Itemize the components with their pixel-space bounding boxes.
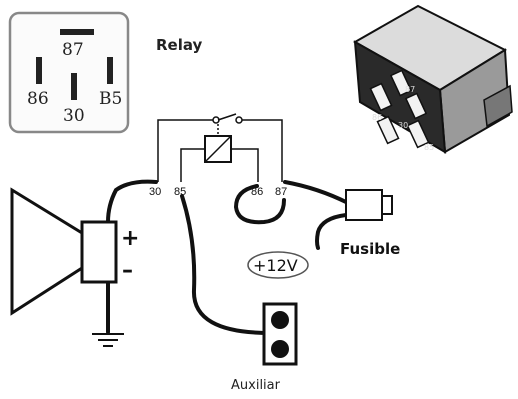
relay-blade-1 (369, 82, 393, 112)
speaker-cone (10, 187, 84, 316)
relay-blade-2 (389, 69, 413, 97)
relay-title: Relay (156, 36, 203, 54)
aux-label: Auxiliar (231, 378, 281, 393)
pin-85-bar (107, 57, 113, 84)
pin-86-label: 86 (27, 89, 49, 109)
relay-mount-tab (483, 84, 513, 128)
pin-87-bar (60, 29, 94, 35)
terminal-30-label: 30 (149, 186, 161, 198)
wire-86-87-loop (233, 184, 286, 225)
wiring (106, 179, 350, 335)
wire-87-to-fuse (283, 180, 350, 205)
pin-30-bar (71, 73, 77, 100)
pin-86-bar (36, 57, 42, 84)
relay-photo: 87 86 30 85 (352, 4, 513, 154)
pin-85-label: B5 (99, 89, 122, 109)
wire-fuse-to-12v (315, 213, 348, 250)
relay-blade-4 (406, 119, 430, 149)
terminal-87-label: 87 (275, 186, 287, 198)
coil-right-lead (231, 148, 259, 182)
photo-pin-85: 85 (424, 143, 434, 152)
switch-contact-right (235, 116, 243, 124)
coil-diagonal (204, 135, 232, 163)
terminal-86-label: 86 (251, 186, 263, 198)
relay-blade-3 (376, 115, 400, 145)
wire-30-to-speaker (106, 179, 158, 224)
photo-pin-87: 87 (405, 85, 415, 94)
fuse-label: Fusible (340, 240, 400, 258)
fuse (345, 189, 393, 221)
pin-30-label: 30 (63, 106, 85, 126)
supply-ellipse (247, 251, 309, 279)
aux-switch-dot-top (271, 311, 289, 329)
switch-left-lead (157, 119, 213, 182)
relay-diagram-frame (8, 11, 130, 134)
switch-right-lead (242, 119, 283, 182)
supply-label: +12V (253, 256, 298, 275)
relay-schematic (157, 113, 283, 182)
pin-87-label: 87 (62, 40, 84, 60)
switch-arm (217, 113, 237, 121)
coil-left-lead (180, 148, 205, 182)
photo-pin-30: 30 (398, 121, 408, 130)
fuse-body (345, 189, 383, 221)
relay-front-face (353, 40, 447, 154)
photo-pin-86: 86 (372, 113, 382, 122)
speaker-plus-label: + (121, 226, 139, 251)
fuse-cap (381, 195, 393, 215)
wire-85-to-aux (180, 194, 272, 335)
speaker-magnet (80, 220, 118, 284)
speaker: + – (10, 187, 139, 316)
aux-switch (262, 302, 298, 366)
aux-switch-dot-bottom (271, 340, 289, 358)
relay-pin-diagram: 87 86 30 B5 (8, 11, 130, 134)
relay-blade-5 (404, 92, 428, 120)
ground-symbol (92, 333, 124, 347)
speaker-minus-label: – (122, 258, 133, 283)
